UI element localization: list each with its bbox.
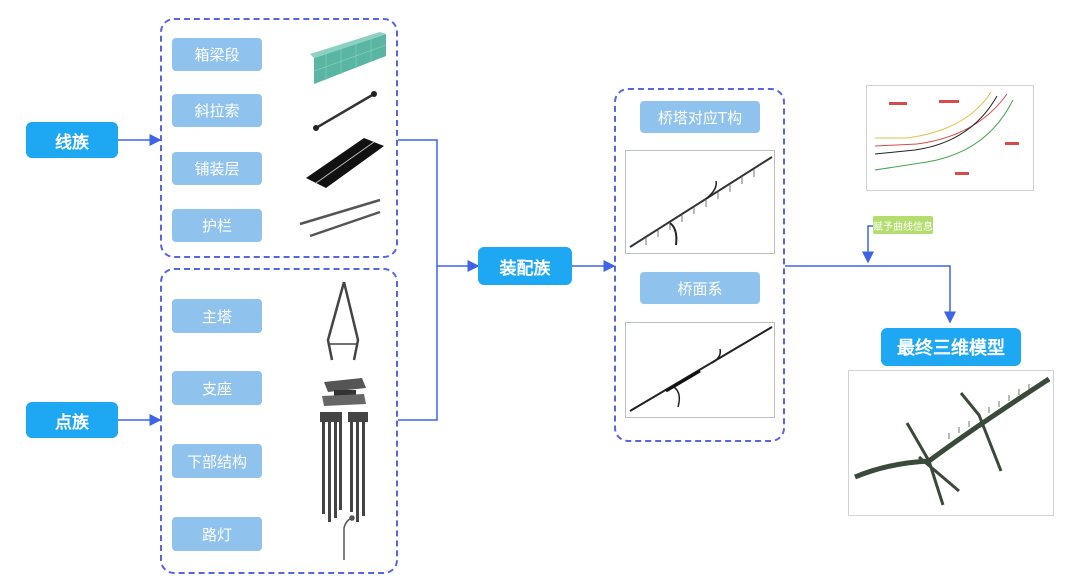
final-model-image [854,376,1051,506]
guardrail-item: 护栏 [172,209,262,242]
curve-info-panel [866,85,1034,191]
pavement-label: 铺装层 [194,160,240,178]
main-tower-label: 主塔 [201,307,232,326]
substructure-label: 下部结构 [186,452,247,471]
pavement-item: 铺装层 [172,152,262,185]
point-family-box: 点族 [26,402,118,438]
stay-cable-item: 斜拉索 [172,94,262,127]
bearing-label: 支座 [201,379,232,398]
street-lamp-image [343,515,355,560]
assembly-family-box: 装配族 [478,247,572,285]
line-family-box: 线族 [26,122,118,158]
point-family-label: 点族 [55,412,89,433]
tower-t-structure-label: 桥塔对应T构 [657,108,743,127]
curve-info-note-label: 赋予曲线信息 [873,221,933,233]
tower-t-structure-panel [625,150,775,254]
main-tower-image [326,281,360,361]
tower-t-structure-image [629,156,773,248]
final-model-box: 最终三维模型 [881,328,1021,366]
box-girder-label: 箱梁段 [194,46,240,64]
line-component-images [299,32,387,238]
stay-cable-image [313,91,377,131]
substructure-image [320,412,368,522]
guardrail-label: 护栏 [201,217,232,235]
main-tower-item: 主塔 [172,299,262,333]
deck-system-panel [625,322,775,418]
assembly-family-label: 装配族 [499,258,551,279]
substructure-item: 下部结构 [172,444,262,478]
deck-system-label: 桥面系 [677,279,723,298]
bearing-item: 支座 [172,371,262,405]
guardrail-image [299,198,381,238]
bearing-image [322,378,366,406]
box-girder-item: 箱梁段 [172,38,262,71]
arrow-middle-to-final [785,265,956,324]
tower-t-structure-item: 桥塔对应T构 [640,101,760,133]
street-lamp-label: 路灯 [201,525,232,544]
deck-system-image [629,326,773,412]
arrow-linegroup-to-assembly [397,139,480,272]
final-model-label: 最终三维模型 [897,338,1005,359]
curve-info-note: 赋予曲线信息 [873,216,933,234]
deck-system-item: 桥面系 [640,272,760,304]
curve-info-image [874,91,1019,175]
final-model-panel [848,370,1054,516]
box-girder-image [310,32,387,84]
line-family-label: 线族 [55,132,89,153]
arrow-pointgroup-to-assembly [397,266,438,421]
point-component-images [320,281,368,560]
stay-cable-label: 斜拉索 [194,102,240,120]
street-lamp-item: 路灯 [172,517,262,551]
pavement-image [306,138,384,188]
